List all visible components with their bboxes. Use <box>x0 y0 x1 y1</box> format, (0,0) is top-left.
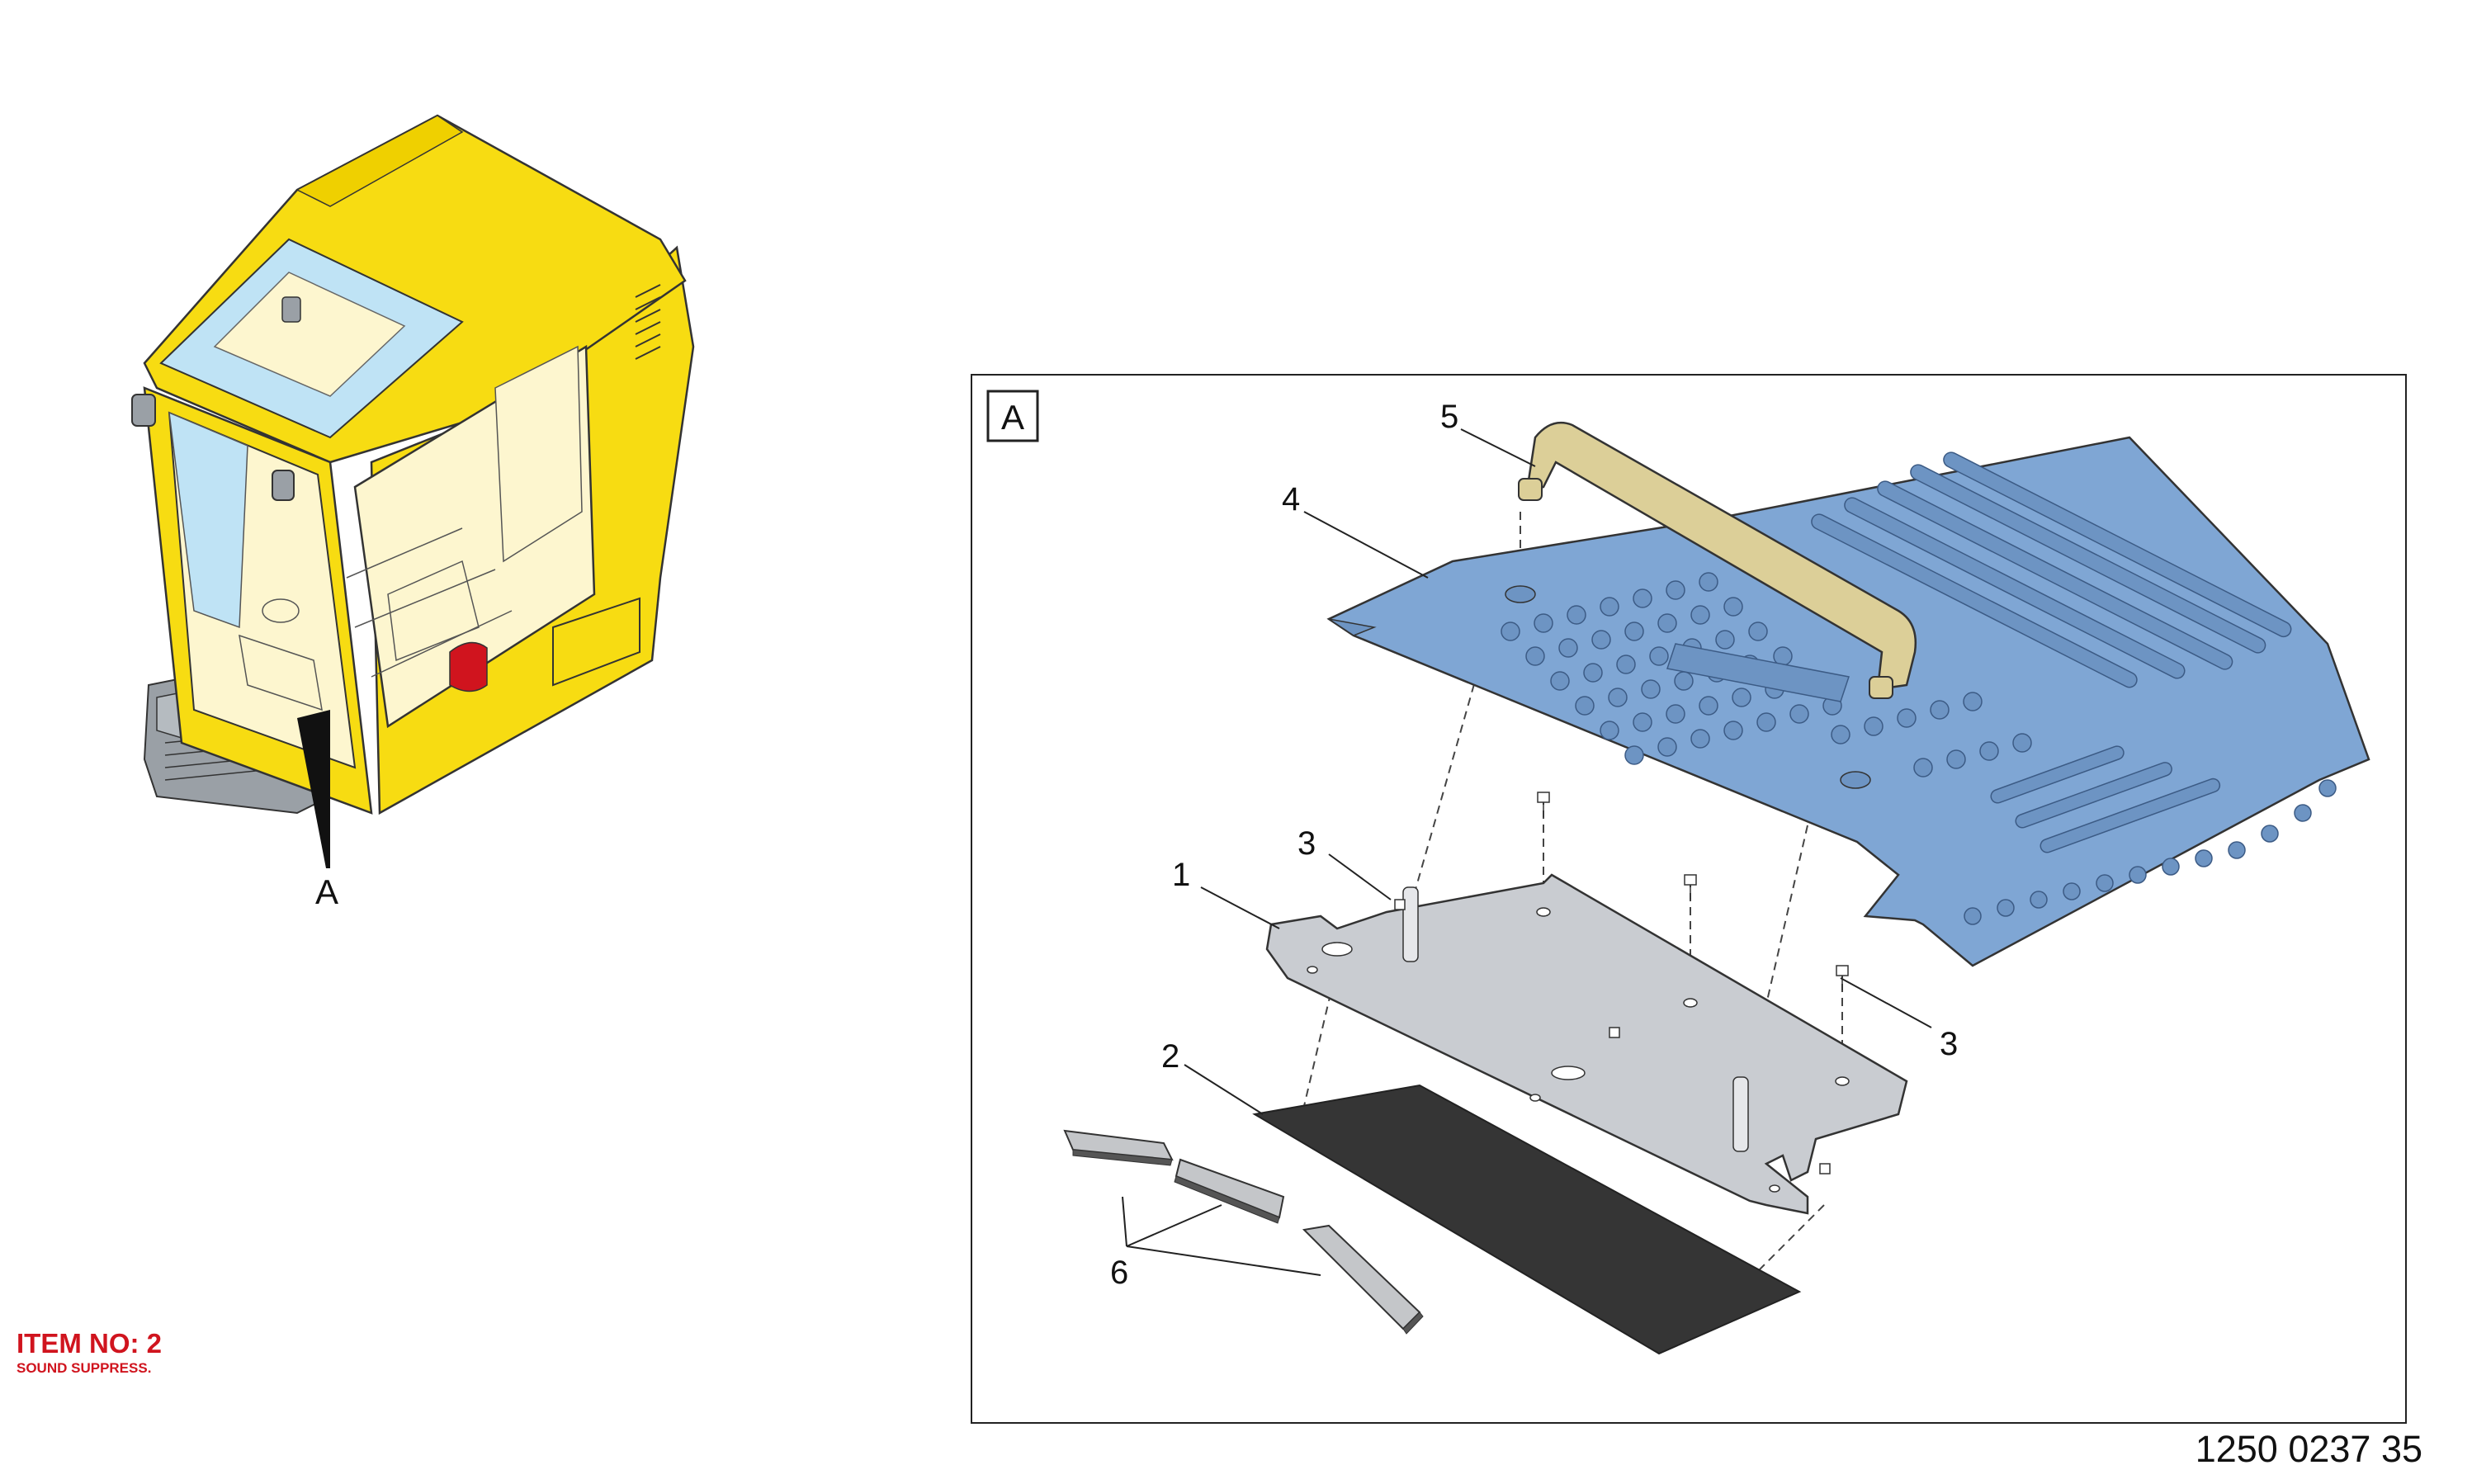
callout-5: 5 <box>1440 399 1458 435</box>
document-number: 1250 0237 35 <box>2195 1428 2422 1470</box>
detail-view-frame <box>971 374 2407 1424</box>
callout-1: 1 <box>1172 857 1190 893</box>
callout-3-lower: 3 <box>1940 1026 1958 1062</box>
callout-leaders <box>1122 428 1932 1276</box>
callout-2: 2 <box>1161 1038 1179 1075</box>
view-label: A <box>1001 398 1024 437</box>
item-number-label: ITEM NO: 2 <box>17 1328 163 1359</box>
sound-pad-part <box>1252 1084 1802 1355</box>
clips-part <box>1063 1129 1424 1335</box>
callout-6: 6 <box>1110 1255 1128 1291</box>
callout-4: 4 <box>1282 481 1300 518</box>
bolts-part <box>1394 792 1849 1174</box>
callout-3-upper: 3 <box>1297 825 1316 862</box>
cab-overview-illustration <box>131 114 695 868</box>
mounting-plate-part <box>1265 873 1908 1215</box>
floor-mat-part <box>1326 436 2370 967</box>
item-description-label: SOUND SUPPRESS. <box>17 1360 152 1376</box>
overview-callout-a: A <box>315 872 338 911</box>
grab-handle-part <box>1518 421 1917 699</box>
view-label-box <box>986 390 1039 442</box>
